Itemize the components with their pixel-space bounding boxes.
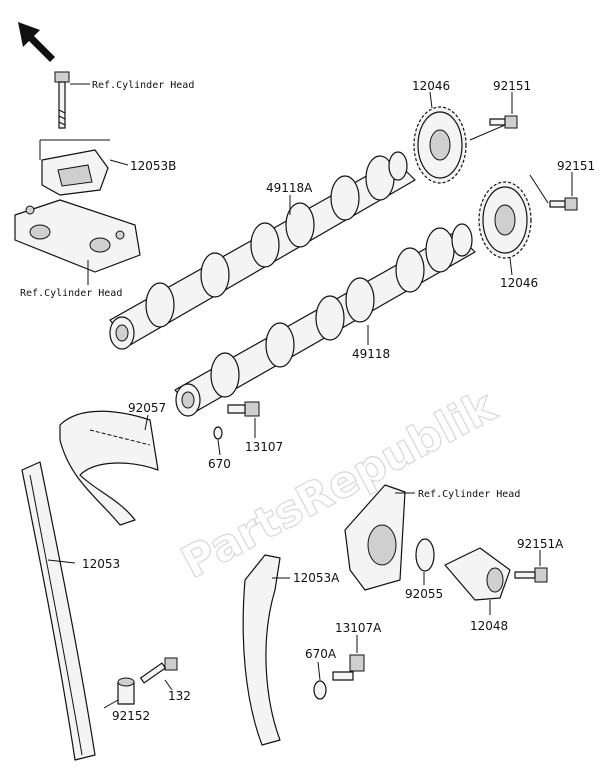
part-92057-label: 92057 <box>128 401 166 415</box>
part-49118A-label: 49118A <box>266 181 313 195</box>
cam-sprocket-right <box>478 181 532 259</box>
part-670-label: 670 <box>208 457 231 471</box>
gasket-92055 <box>415 538 435 572</box>
washer-670A <box>313 680 327 700</box>
guide-bolt-13107 <box>227 401 260 417</box>
part-92152-label: 92152 <box>112 709 150 723</box>
camshaft-holder <box>14 199 141 273</box>
chain-guide-12053 <box>21 461 96 761</box>
part-670A-label: 670A <box>305 647 337 661</box>
chain-guide-12053A <box>242 554 281 746</box>
part-92055-label: 92055 <box>405 587 443 601</box>
part-12053-label: 12053 <box>82 557 120 571</box>
front-direction-arrow-icon <box>18 22 55 62</box>
cylinder-head-bolt <box>54 71 70 129</box>
camshaft-49118A <box>109 151 416 350</box>
collar-92152 <box>117 677 135 705</box>
part-92151A-label: 92151A <box>517 537 564 551</box>
part-12046-right-label: 12046 <box>500 276 538 290</box>
part-92151-top-label: 92151 <box>493 79 531 93</box>
ref-cylinder-head-label-2: Ref.Cylinder Head <box>20 288 122 299</box>
part-12053A-label: 12053A <box>293 571 340 585</box>
watermark-text: PartsRepublik <box>173 380 505 589</box>
camshaft-cap-bracket <box>41 149 109 196</box>
tensioner-bolt-92151A <box>514 567 548 583</box>
part-12046-top-label: 12046 <box>412 79 450 93</box>
part-49118-label: 49118 <box>352 347 390 361</box>
guide-bolt-13107A <box>332 654 365 681</box>
camshaft-49118 <box>174 223 476 417</box>
chain-tensioner-12048 <box>444 547 511 601</box>
part-13107A-label: 13107A <box>335 621 382 635</box>
ref-cylinder-head-label-3: Ref.Cylinder Head <box>418 489 520 500</box>
sprocket-bolt-right <box>549 197 578 211</box>
bolt-132 <box>140 657 178 684</box>
part-12048-label: 12048 <box>470 619 508 633</box>
part-92151-right-label: 92151 <box>557 159 595 173</box>
ref-cylinder-head-label-1: Ref.Cylinder Head <box>92 80 194 91</box>
cam-chain <box>59 410 159 526</box>
tensioner-housing <box>344 484 406 591</box>
part-13107-label: 13107 <box>245 440 283 454</box>
sprocket-bolt-top <box>489 115 518 129</box>
cam-sprocket-top <box>413 106 467 184</box>
part-12053B-label: 12053B <box>130 159 176 173</box>
washer-670 <box>213 426 223 440</box>
part-132-label: 132 <box>168 689 191 703</box>
